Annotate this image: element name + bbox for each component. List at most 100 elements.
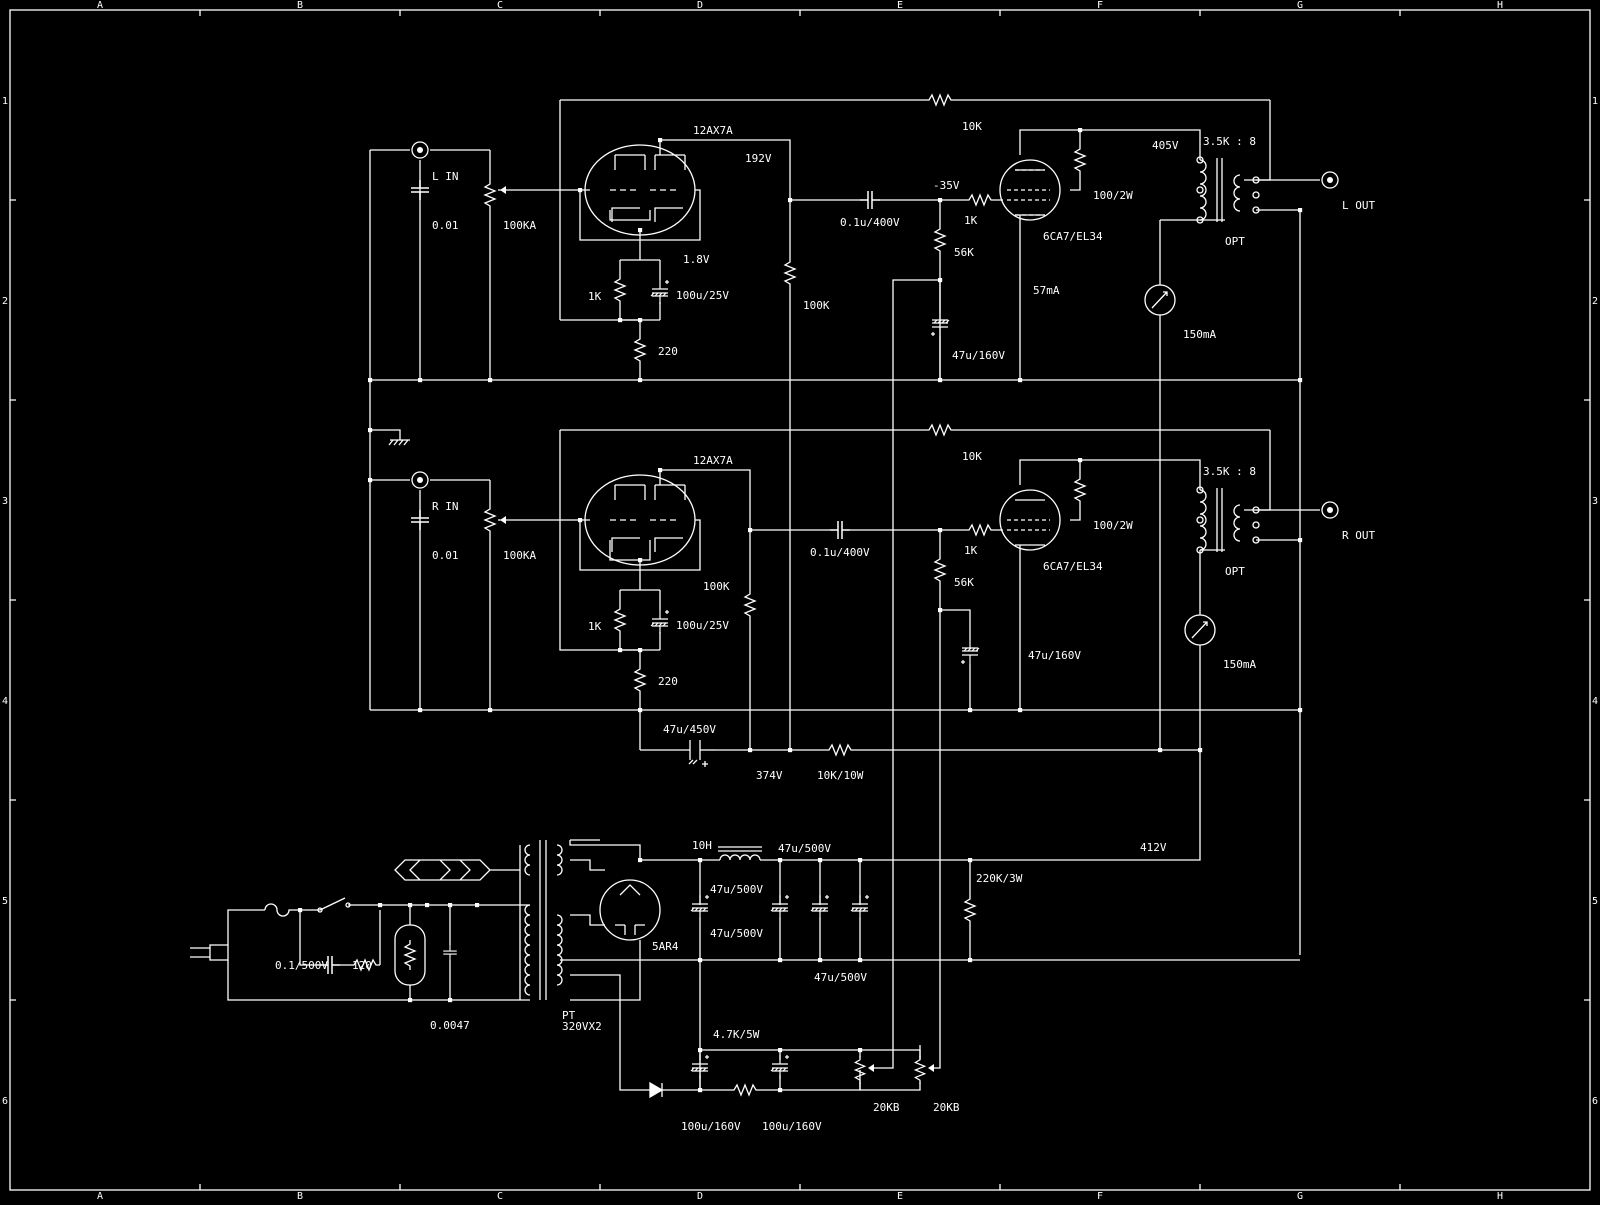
grid-col-e-top: E xyxy=(897,0,903,11)
bleeder-res xyxy=(964,894,976,926)
l-opt-label: OPT xyxy=(1225,235,1245,248)
grid-col-f-bottom: F xyxy=(1097,1191,1103,1200)
bias-diode xyxy=(649,1081,664,1099)
choke-10h xyxy=(718,846,762,861)
pot1-label: 20KB xyxy=(873,1101,900,1114)
bias-res-label: 4.7K/5W xyxy=(713,1028,760,1041)
line-cap-label: 0.1/500V xyxy=(275,959,328,972)
l-plate-res xyxy=(784,257,796,289)
power-transformer xyxy=(524,840,563,1000)
grid-col-h-bottom: H xyxy=(1497,1191,1503,1200)
power-supply-wiring xyxy=(227,750,1300,1091)
ground-symbol xyxy=(370,429,410,446)
dec-cap xyxy=(688,740,708,767)
filter-cap-4 xyxy=(850,894,870,920)
grid-col-g-top: G xyxy=(1297,0,1303,11)
line-res-label: 120 xyxy=(352,959,372,972)
dec-cap-label: 47u/450V xyxy=(663,723,716,736)
l-ck-label: 100u/25V xyxy=(676,289,729,302)
heater-string xyxy=(394,859,520,881)
l-in-jack xyxy=(411,141,429,159)
c3-label: 47u/500V xyxy=(710,927,763,940)
pot2-label: 20KB xyxy=(933,1101,960,1114)
snubber-cap xyxy=(442,944,458,961)
l-grid-leak xyxy=(934,224,946,256)
pilot-lamp xyxy=(394,924,426,986)
l-in-label: L IN xyxy=(432,170,459,183)
l-coupling-cap xyxy=(859,190,881,210)
power-supply-junctions xyxy=(298,858,973,1093)
grid-col-h-top: H xyxy=(1497,0,1503,11)
l-grid-leak-label: 56K xyxy=(954,246,974,259)
r-opt-ratio: 3.5K : 8 xyxy=(1203,465,1256,478)
grid-row-5-right: 5 xyxy=(1592,896,1598,907)
dec-res xyxy=(824,744,856,756)
grid-col-e-bottom: E xyxy=(897,1191,903,1200)
l-coupling-label: 0.1u/400V xyxy=(840,216,900,229)
grid-row-3-left: 3 xyxy=(2,496,8,507)
l-screen-res xyxy=(1074,144,1086,176)
l-bias-cap-label: 47u/160V xyxy=(952,349,1005,362)
r-plate-res xyxy=(744,589,756,621)
5ar4-rectifier xyxy=(599,879,661,941)
right-channel-parts xyxy=(410,424,1339,767)
r-ck xyxy=(650,609,670,635)
l-meter xyxy=(1144,284,1176,316)
l-bias-voltage: -35V xyxy=(933,179,960,192)
right-channel-wiring xyxy=(370,429,1320,1055)
r-volume-label: 100KA xyxy=(503,549,536,562)
c1-label: 47u/500V xyxy=(778,842,831,855)
r-plate-res-label: 100K xyxy=(703,580,730,593)
grid-row-6-right: 6 xyxy=(1592,1096,1598,1107)
r-volume-pot xyxy=(484,504,496,536)
r-grid-leak xyxy=(934,554,946,586)
l-plate-res-label: 100K xyxy=(803,299,830,312)
pt-rating: 320VX2 xyxy=(562,1020,602,1033)
r-fb-label: 10K xyxy=(962,450,982,463)
grid-row-2-left: 2 xyxy=(2,296,8,307)
r-rk xyxy=(614,604,626,636)
l-tube-label: 12AX7A xyxy=(693,124,733,137)
r-12ax7-envelope xyxy=(584,474,696,566)
grid-col-c-bottom: C xyxy=(497,1191,503,1200)
grid-row-2-right: 2 xyxy=(1592,296,1598,307)
ac-plug xyxy=(190,944,229,961)
r-out-label: R OUT xyxy=(1342,529,1375,542)
grid-row-6-left: 6 xyxy=(2,1096,8,1107)
frame-outer xyxy=(9,9,1591,1191)
l-rk-label: 1K xyxy=(588,290,602,303)
r-el34-envelope xyxy=(999,489,1061,551)
frame-ticks xyxy=(10,10,1590,1190)
choke-label: 10H xyxy=(692,839,712,852)
r-rk2-label: 220 xyxy=(658,675,678,688)
grid-row-3-right: 3 xyxy=(1592,496,1598,507)
r-ck-label: 100u/25V xyxy=(676,619,729,632)
grid-col-b-bottom: B xyxy=(297,1191,303,1200)
r-in-jack xyxy=(411,471,429,489)
grid-row-4-left: 4 xyxy=(2,696,8,707)
l-volume-label: 100KA xyxy=(503,219,536,232)
filter-cap-3 xyxy=(810,894,830,920)
grid-col-d-top: D xyxy=(697,0,703,11)
l-volume-pot xyxy=(484,179,496,211)
l-fb-label: 10K xyxy=(962,120,982,133)
l-out-jack xyxy=(1321,171,1339,189)
right-labels: 12AX7A R IN 0.01 100KA 1K 100u/25V 220 1… xyxy=(432,450,1375,688)
l-el34-envelope xyxy=(999,159,1061,221)
r-bias-cap-label: 47u/160V xyxy=(1028,649,1081,662)
l-fb-res xyxy=(924,94,956,106)
left-channel-junctions xyxy=(368,128,1303,383)
l-opt-primary xyxy=(1199,158,1241,222)
l-12ax7-envelope xyxy=(584,144,696,236)
grid-row-5-left: 5 xyxy=(2,896,8,907)
r-grid-leak-label: 56K xyxy=(954,576,974,589)
grid-row-4-right: 4 xyxy=(1592,696,1598,707)
grid-col-d-bottom: D xyxy=(697,1191,703,1200)
r-opt-primary xyxy=(1199,488,1241,552)
r-in-cap-label: 0.01 xyxy=(432,549,459,562)
filter-cap-2 xyxy=(770,894,790,920)
power-switch xyxy=(319,897,346,911)
